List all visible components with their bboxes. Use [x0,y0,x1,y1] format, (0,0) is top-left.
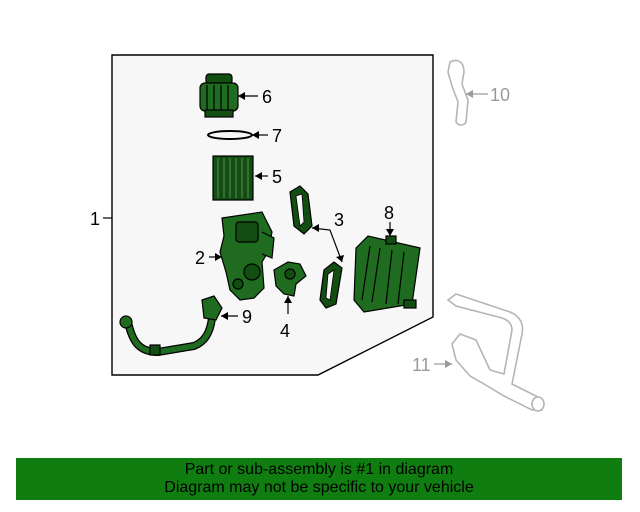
callout-4: 4 [280,321,290,341]
disclaimer-banner: Part or sub-assembly is #1 in diagram Di… [16,458,622,500]
arrowheads [215,90,473,368]
callout-10: 10 [490,85,510,105]
part-8-oil-cooler[interactable] [353,235,421,313]
part-5-filter-element[interactable] [212,155,254,201]
callout-6: 6 [262,87,272,107]
part-10-pipe[interactable] [447,59,469,126]
assembly-boundary [111,54,434,376]
part-3-gaskets[interactable] [289,185,343,309]
part-9-hose[interactable] [119,295,223,357]
part-4-bracket[interactable] [273,261,307,297]
callout-5: 5 [272,167,282,187]
part-2-filter-housing[interactable] [219,211,275,301]
callout-2: 2 [195,248,205,268]
callout-9: 9 [242,307,252,327]
part-11-pipe[interactable] [446,293,545,412]
callout-11: 11 [412,355,431,375]
callout-1: 1 [90,209,100,229]
callout-7: 7 [272,126,282,146]
callout-8: 8 [384,203,394,223]
part-6-filter-cap[interactable] [199,73,239,118]
callout-3: 3 [334,210,344,230]
disclaimer-line-1: Part or sub-assembly is #1 in diagram [184,461,454,478]
disclaimer-line-2: Diagram may not be specific to your vehi… [164,479,474,496]
